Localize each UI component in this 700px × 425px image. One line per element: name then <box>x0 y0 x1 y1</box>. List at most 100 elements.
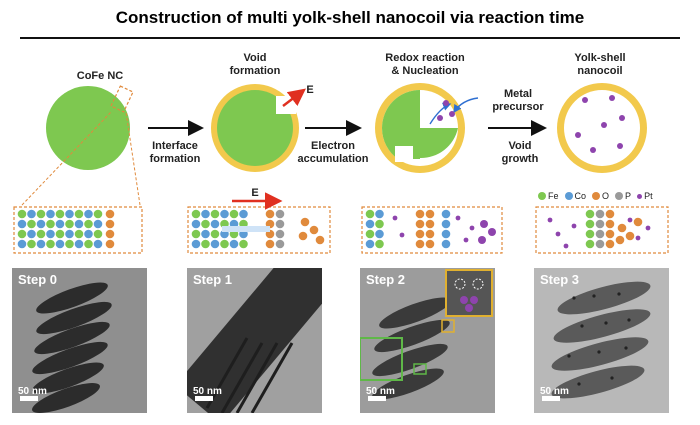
atom-o <box>315 235 325 245</box>
atom-o <box>605 209 615 219</box>
atom-pt <box>645 225 651 231</box>
atom-o <box>605 219 615 229</box>
tem-step-label: Step 1 <box>193 272 233 287</box>
atom-o <box>415 229 425 239</box>
atom-p <box>275 209 285 219</box>
stage-label-cofe: CoFe NC <box>76 70 124 82</box>
figure-title: Construction of multi yolk-shell nanocoi… <box>115 8 585 27</box>
tem-step-label: Step 3 <box>540 272 580 287</box>
tem-image-step0: Step 0 50 nm <box>12 268 147 413</box>
atom-co <box>375 209 384 219</box>
atom-co <box>36 239 46 249</box>
stage-label-redox: Redox reaction& Nucleation <box>385 52 465 77</box>
tem-scale-label: 50 nm <box>540 386 569 397</box>
atom-pt <box>547 217 553 223</box>
atom-co <box>375 229 384 239</box>
tem-image-step2: Step 2 50 nm <box>360 268 495 413</box>
legend-pt: Pt <box>637 191 653 201</box>
atom-co <box>441 219 451 229</box>
atom-fe <box>84 239 93 249</box>
tem-image-step3: Step 3 50 nm <box>534 268 669 413</box>
atom-p <box>595 219 605 229</box>
atom-o <box>265 209 275 219</box>
atom-fe <box>17 229 27 239</box>
atom-o <box>309 225 319 235</box>
atom-pt <box>469 225 475 231</box>
legend-o-swatch <box>592 192 601 200</box>
field-e-label: E <box>306 84 314 96</box>
atom-pt <box>463 237 469 243</box>
atom-fe <box>365 229 375 239</box>
atom-pt <box>627 217 633 223</box>
tem-scale-label: 50 nm <box>193 386 222 397</box>
redox-particle <box>375 83 479 173</box>
atom-o <box>425 209 435 219</box>
atom-fe <box>210 209 220 219</box>
atom-o <box>625 231 635 241</box>
atom-fe <box>27 219 36 229</box>
atom-co <box>46 209 55 219</box>
atom-co <box>17 219 27 229</box>
cofe-nanocrystal <box>21 85 141 206</box>
legend-fe-swatch <box>538 192 546 200</box>
legend-p-swatch <box>615 192 624 200</box>
atom-fe <box>46 219 55 229</box>
atom-co <box>93 219 103 229</box>
tem-step-label: Step 2 <box>366 272 406 287</box>
atom-co <box>27 229 36 239</box>
atom-o <box>425 239 435 249</box>
tem-scale-label: 50 nm <box>18 386 47 397</box>
atom-o <box>605 239 615 249</box>
atom-p <box>595 229 605 239</box>
atom-o <box>298 231 308 241</box>
atom-fe <box>585 239 595 249</box>
atom-fe <box>229 209 239 219</box>
atom-fe <box>93 209 103 219</box>
atom-fe <box>65 239 74 249</box>
lattice-panel-2 <box>361 206 503 254</box>
legend-co-swatch <box>564 192 573 200</box>
atom-co <box>441 229 451 239</box>
atom-fe <box>36 209 46 219</box>
atom-fe <box>27 239 36 249</box>
atom-fe <box>210 229 220 239</box>
tem-coil-0 <box>12 268 147 413</box>
atom-fe <box>36 229 46 239</box>
atom-fe <box>585 219 595 229</box>
atom-co <box>365 219 375 229</box>
atom-o <box>605 229 615 239</box>
atom-p <box>595 209 605 219</box>
atom-fe <box>46 239 55 249</box>
atom-co <box>441 239 451 249</box>
field-e-label-bottom: E <box>251 187 259 199</box>
atom-o <box>617 223 627 233</box>
atom-co <box>441 209 451 219</box>
atom-p <box>595 239 605 249</box>
atom-o <box>425 219 435 229</box>
atom-fe <box>191 209 201 219</box>
atom-fe <box>93 229 103 239</box>
atom-co <box>220 209 229 219</box>
atom-fe <box>220 239 229 249</box>
atom-co <box>210 219 220 229</box>
atom-pt <box>555 231 561 237</box>
atom-co <box>210 239 220 249</box>
element-legend: Fe Co O P Pt <box>538 191 653 201</box>
title-rule <box>20 37 680 39</box>
atom-co <box>201 229 210 239</box>
tem-coil-3 <box>534 268 669 413</box>
atom-pt <box>488 228 496 236</box>
legend-pt-swatch <box>637 193 643 199</box>
field-arrow-up <box>282 88 306 107</box>
legend-o: O <box>592 191 609 201</box>
atom-co <box>191 219 201 229</box>
atom-o <box>105 229 115 239</box>
atom-fe <box>201 239 210 249</box>
lattice-panel-3 <box>535 206 669 254</box>
atom-co <box>201 209 210 219</box>
atom-co <box>27 209 36 219</box>
